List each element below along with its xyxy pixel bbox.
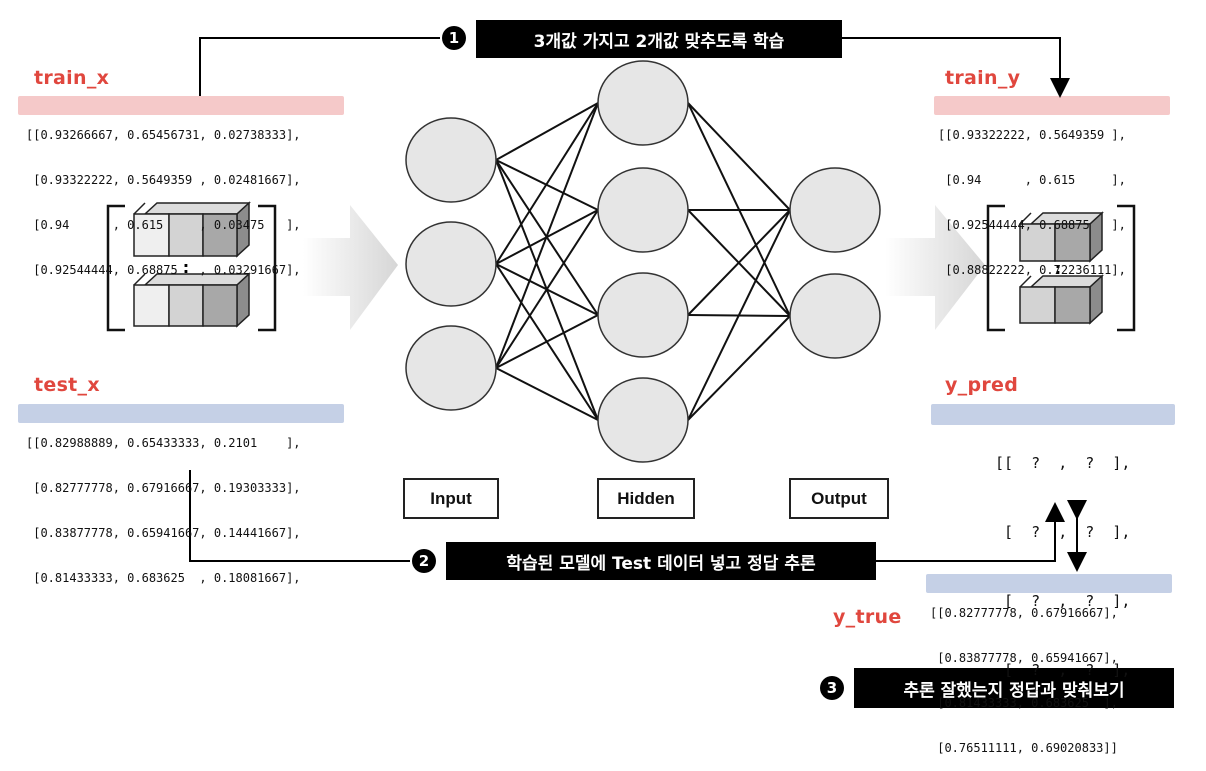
train-x-array: [[0.93266667, 0.65456731, 0.02738333], […	[26, 98, 301, 293]
train-x-bracket-left	[106, 204, 125, 332]
train-y-bracket-left	[986, 204, 1005, 332]
array-row: [[ ? , ? ],	[995, 454, 1131, 472]
step2-banner: 학습된 모델에 Test 데이터 넣고 정답 추론	[446, 542, 876, 580]
step1-connector	[199, 37, 440, 96]
test-x-label: test_x	[34, 374, 100, 396]
hidden-node	[597, 167, 689, 253]
y-pred-first-row-highlight	[931, 404, 1175, 425]
array-row: [[0.93266667, 0.65456731, 0.02738333],	[26, 128, 301, 142]
input-node	[405, 221, 497, 307]
array-row: [ ? , ? ],	[995, 523, 1131, 541]
array-row: [[0.82777778, 0.67916667],	[930, 606, 1118, 620]
input-node	[405, 117, 497, 203]
output-layer-label: Output	[789, 478, 889, 519]
train-x-cube-row-top	[133, 201, 251, 258]
flow-arrow-right	[885, 205, 985, 330]
array-row: [0.76511111, 0.69020833]]	[930, 741, 1118, 755]
test-x-first-row-highlight	[18, 404, 344, 423]
diagram-graphics: : :	[106, 37, 1136, 572]
array-row: [0.83877778, 0.65941667, 0.14441667],	[26, 526, 301, 540]
train-x-label: train_x	[34, 67, 110, 89]
train-x-ellipsis: :	[183, 258, 189, 277]
array-row: [[0.82988889, 0.65433333, 0.2101 ],	[26, 436, 301, 450]
array-row: [0.81433333, 0.683625 , 0.18081667],	[26, 571, 301, 585]
network-nodes	[405, 60, 881, 463]
hidden-node	[597, 377, 689, 463]
array-row: [0.94 , 0.615 , 0.03475 ],	[26, 218, 301, 232]
hidden-node	[597, 272, 689, 358]
train-x-cube-row-bottom	[133, 272, 251, 328]
train-x-first-row-highlight	[18, 96, 344, 115]
output-node	[789, 167, 881, 253]
output-node	[789, 273, 881, 359]
train-y-cube-row-bottom	[1019, 274, 1104, 325]
train-y-label: train_y	[945, 67, 1021, 89]
train-y-array: [[0.93322222, 0.5649359 ], [0.94 , 0.615…	[938, 98, 1126, 293]
train-x-bracket-right	[258, 204, 277, 332]
train-y-ellipsis: :	[1055, 259, 1061, 278]
train-y-bracket-right	[1117, 204, 1136, 332]
train-y-first-row-highlight	[934, 96, 1170, 115]
array-row: [ ? , ? ],	[995, 592, 1131, 610]
input-layer-label: Input	[403, 478, 499, 519]
step1-connector-right	[842, 37, 1070, 98]
y-true-label: y_true	[833, 606, 902, 628]
test-x-array: [[0.82988889, 0.65433333, 0.2101 ], [0.8…	[26, 406, 301, 601]
array-row: [0.92544444, 0.68875 ],	[938, 218, 1126, 232]
y-true-first-row-highlight	[926, 574, 1172, 593]
y-pred-label: y_pred	[945, 374, 1019, 396]
y-true-array: [[0.82777778, 0.67916667], [0.83877778, …	[930, 576, 1118, 771]
array-row: [[0.93322222, 0.5649359 ],	[938, 128, 1126, 142]
input-node	[405, 325, 497, 411]
step2-connector-right	[876, 502, 1065, 562]
flow-arrow-left	[303, 205, 398, 330]
step3-badge: 3	[820, 676, 844, 700]
array-row: [0.93322222, 0.5649359 , 0.02481667],	[26, 173, 301, 187]
array-row: [0.83877778, 0.65941667],	[930, 651, 1118, 665]
array-row: [0.88822222, 0.72236111],	[938, 263, 1126, 277]
y-pred-array: [[ ? , ? ], [ ? , ? ], [ ? , ? ], [ ? , …	[995, 406, 1130, 705]
step2-connector	[189, 470, 410, 562]
array-row: [0.82777778, 0.67916667, 0.19303333],	[26, 481, 301, 495]
network-edges	[495, 102, 791, 421]
step3-banner: 추론 잘했는지 정답과 맞춰보기	[854, 668, 1174, 708]
step1-badge: 1	[442, 26, 466, 50]
step1-banner: 3개값 가지고 2개값 맞추도록 학습	[476, 20, 842, 58]
step2-badge: 2	[412, 549, 436, 573]
hidden-layer-label: Hidden	[597, 478, 695, 519]
array-row: [ ? , ? ],	[995, 661, 1131, 679]
train-y-cube-row-top	[1019, 211, 1104, 263]
array-row: [0.92544444, 0.68875 , 0.03291667],	[26, 263, 301, 277]
hidden-node	[597, 60, 689, 146]
array-row: [0.94 , 0.615 ],	[938, 173, 1126, 187]
array-row: [0.81433333, 0.683625 ],	[930, 696, 1118, 710]
